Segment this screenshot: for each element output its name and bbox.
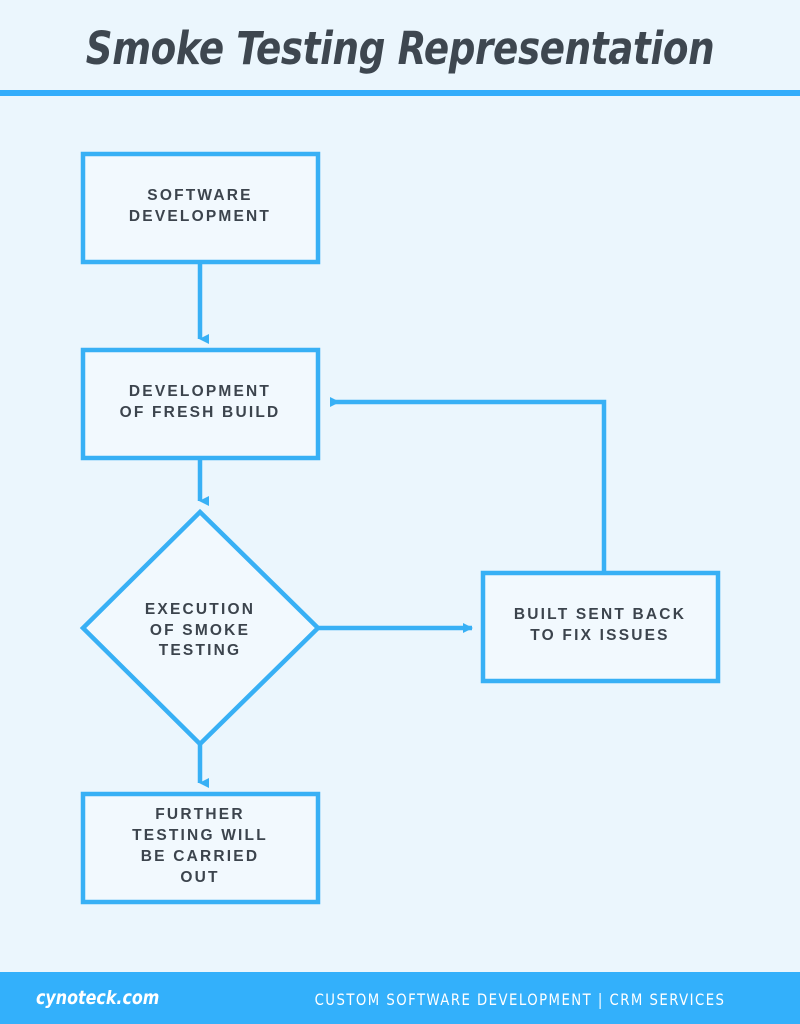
header: Smoke Testing Representation <box>0 0 800 96</box>
header-divider <box>0 90 800 96</box>
node-smoke-testing <box>79 508 322 748</box>
footer-bar: cynoteck.com CUSTOM SOFTWARE DEVELOPMENT… <box>0 972 800 1024</box>
footer-tagline: CUSTOM SOFTWARE DEVELOPMENT | CRM SERVIC… <box>314 990 726 1009</box>
node-fresh-build <box>80 347 321 461</box>
node-software-development <box>80 151 321 265</box>
node-fix-issues <box>480 570 721 684</box>
page-title: Smoke Testing Representation <box>85 22 715 75</box>
flowchart-canvas: SOFTWARE DEVELOPMENT DEVELOPMENT OF FRES… <box>0 96 800 972</box>
footer-brand[interactable]: cynoteck.com <box>36 987 160 1009</box>
flowchart-graphics <box>79 151 721 905</box>
node-further-testing <box>80 791 321 905</box>
edge-fix-to-build <box>330 397 607 573</box>
